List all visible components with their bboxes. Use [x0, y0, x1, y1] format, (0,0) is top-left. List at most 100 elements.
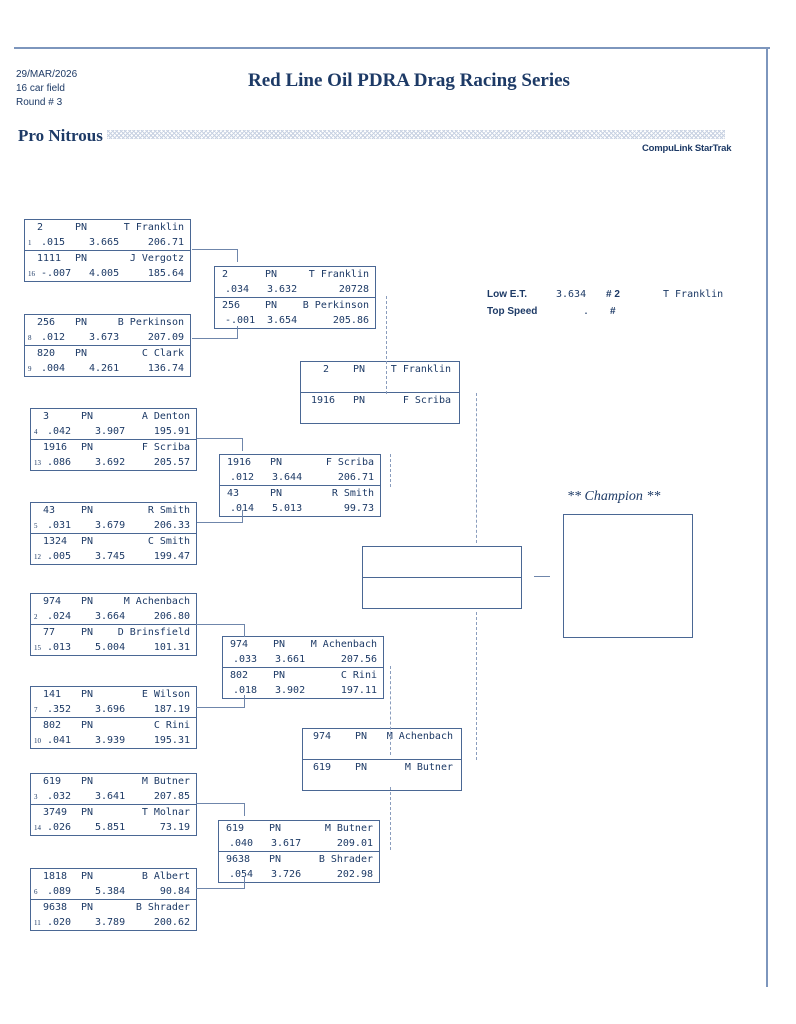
reaction-time: -.007 [41, 268, 72, 279]
title-hatch-rule [107, 130, 725, 139]
class-code: PN [355, 762, 368, 773]
driver-name: T Franklin [390, 364, 451, 375]
car-number: 2 [222, 269, 229, 280]
champion-box [563, 514, 693, 638]
brand-label: CompuLink StarTrak [642, 143, 732, 154]
reaction-time: .004 [41, 363, 66, 374]
class-code: PN [265, 269, 278, 280]
class-code: PN [273, 670, 286, 681]
class-code: PN [81, 689, 94, 700]
driver-name: F Scriba [402, 395, 451, 406]
bracket-connector [192, 249, 238, 262]
speed-mph: 195.31 [153, 735, 190, 746]
reaction-time: .026 [47, 822, 72, 833]
page-title: Red Line Oil PDRA Drag Racing Series [248, 70, 570, 91]
elapsed-time: 3.745 [95, 551, 126, 562]
speed-mph: 99.73 [343, 503, 374, 514]
class-code: PN [355, 731, 368, 742]
car-number: 802 [230, 670, 249, 681]
driver-name: D Brinsfield [117, 627, 190, 638]
reaction-time: .040 [229, 838, 254, 849]
car-number: 619 [226, 823, 245, 834]
seed-number: 2 [34, 613, 38, 621]
seed-number: 15 [34, 644, 41, 652]
speed-mph: 207.09 [147, 332, 184, 343]
racer-info-row: 2 PN T Franklin [215, 268, 375, 282]
car-number: 3749 [43, 807, 68, 818]
speed-mph: 202.98 [336, 869, 373, 880]
bracket-connector [534, 576, 550, 577]
event-meta: 29/MAR/2026 16 car field Round # 3 [16, 68, 77, 110]
elapsed-time: 5.004 [95, 642, 126, 653]
class-code: PN [81, 902, 94, 913]
final-lane-top [363, 547, 521, 577]
car-number: 1324 [43, 536, 68, 547]
seed-number: 4 [34, 428, 38, 436]
elapsed-time: 3.644 [272, 472, 303, 483]
speed-mph: 20728 [338, 284, 369, 295]
driver-name: M Butner [324, 823, 373, 834]
elapsed-time: 5.384 [95, 886, 126, 897]
elapsed-time: 3.673 [89, 332, 120, 343]
speed-mph: 207.56 [340, 654, 377, 665]
driver-name: T Franklin [308, 269, 369, 280]
elapsed-time: 3.726 [271, 869, 302, 880]
reaction-time: .054 [229, 869, 254, 880]
class-code: PN [269, 823, 282, 834]
top-speed-car: # [610, 306, 616, 317]
car-number: 974 [230, 639, 249, 650]
low-et-car: # 2 [606, 289, 620, 300]
page-frame-top [14, 47, 770, 49]
elapsed-time: 4.005 [89, 268, 120, 279]
car-number: 3 [43, 411, 50, 422]
car-number: 256 [37, 317, 56, 328]
racer-info-row: 619 PN M Butner [219, 822, 379, 836]
class-code: PN [75, 348, 88, 359]
speed-mph: 101.31 [153, 642, 190, 653]
car-number: 9638 [226, 854, 251, 865]
speed-mph: 209.01 [336, 838, 373, 849]
bracket-connector-dashed [476, 612, 477, 760]
driver-name: B Shrader [318, 854, 373, 865]
driver-name: C Rini [153, 720, 190, 731]
class-code: PN [75, 253, 88, 264]
car-number: 974 [43, 596, 62, 607]
champion-label: ** Champion ** [567, 489, 661, 504]
seed-number: 3 [34, 793, 38, 801]
elapsed-time: 3.789 [95, 917, 126, 928]
class-code: PN [81, 536, 94, 547]
